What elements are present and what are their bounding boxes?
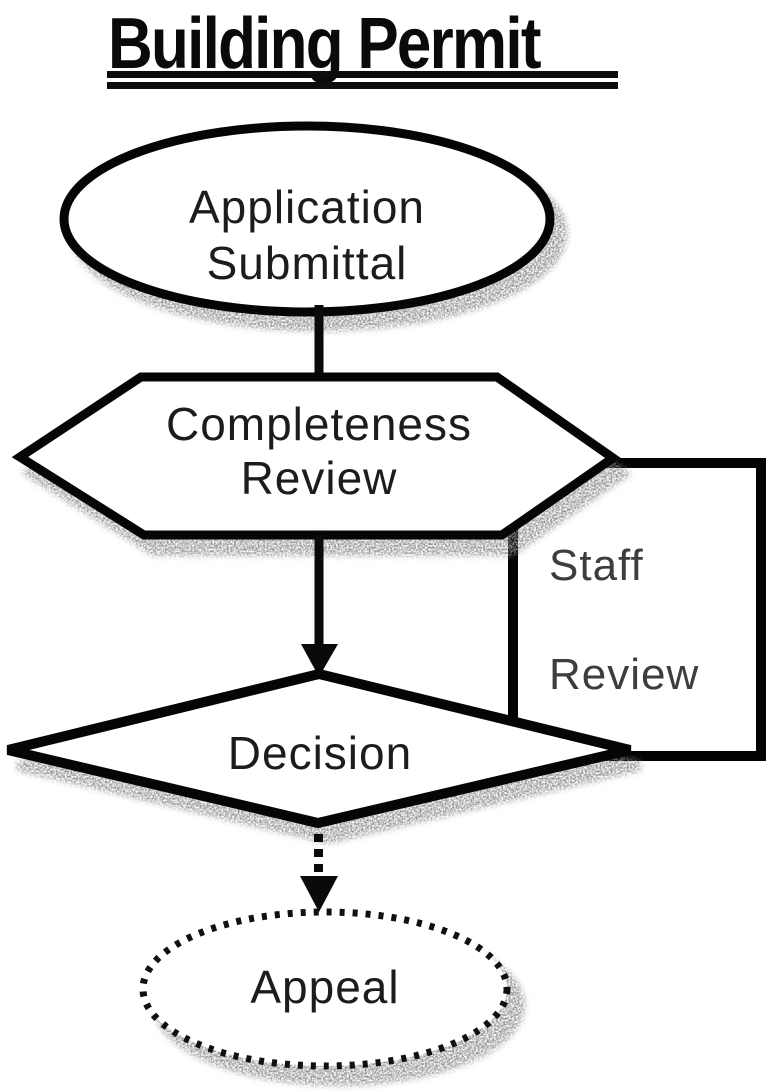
application-submittal-label-line1: Application — [188, 181, 426, 233]
title-underline-bottom — [107, 82, 618, 89]
title-underline-top — [107, 71, 618, 78]
completeness-review-label-line2: Review — [240, 452, 398, 504]
staff-review-shape — [508, 458, 766, 761]
staff-review-label-line2: Review — [549, 650, 700, 699]
completeness-review-shape — [11, 372, 621, 540]
appeal-shape — [139, 908, 511, 1070]
edge-decision-to-appeal-arrowhead — [300, 876, 338, 912]
appeal-label: Appeal — [250, 961, 400, 1013]
staff-review-label-line1: Staff — [549, 541, 644, 590]
application-submittal-shape — [59, 121, 555, 317]
decision-shape — [6, 668, 632, 829]
completeness-review-label-line1: Completeness — [165, 398, 473, 450]
application-submittal-label: Application Submittal — [87, 179, 527, 291]
page-title: Building Permit — [108, 4, 541, 84]
completeness-review-label: Completeness Review — [99, 397, 539, 505]
application-submittal-label-line2: Submittal — [206, 237, 408, 289]
edge-completeness-to-decision-arrowhead — [301, 644, 338, 677]
decision-label: Decision — [227, 727, 413, 779]
